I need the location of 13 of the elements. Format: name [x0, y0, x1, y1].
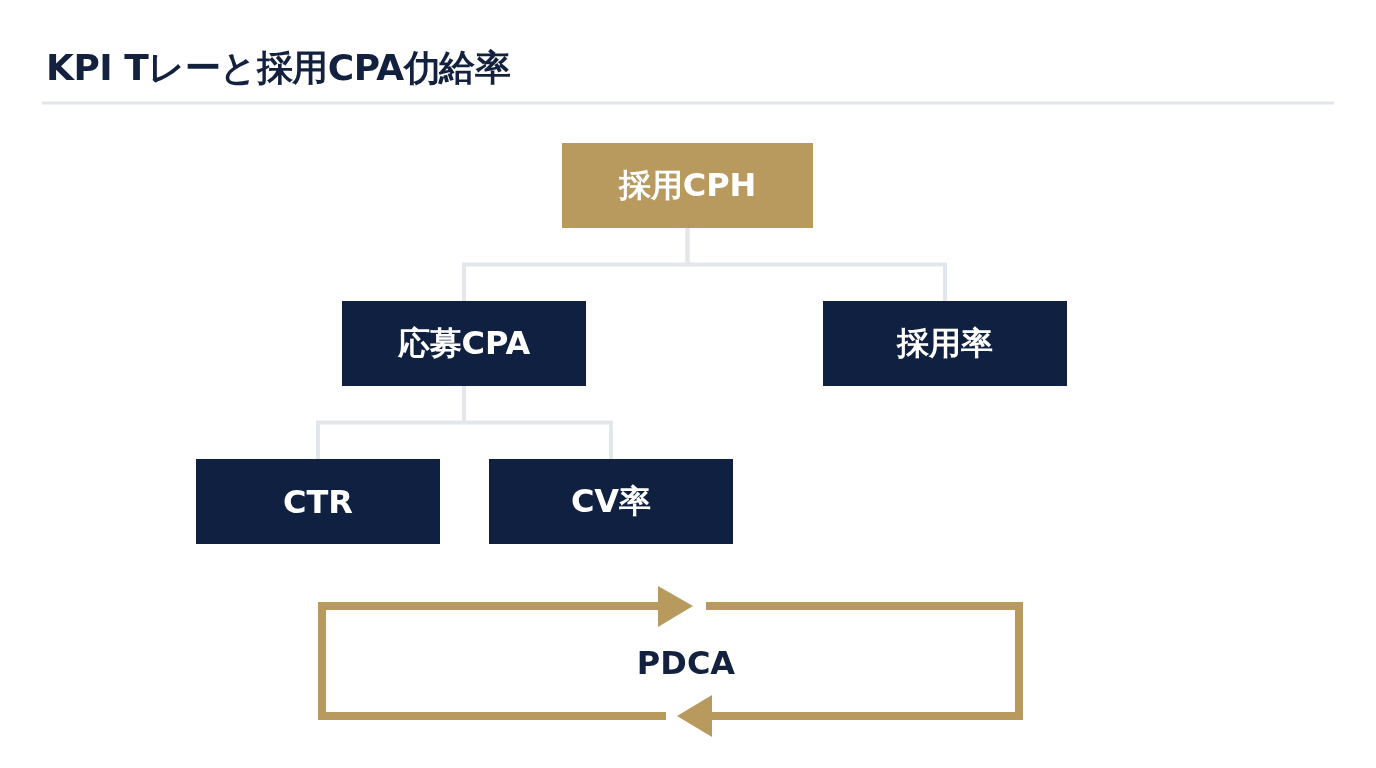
cycle-label: PDCA [636, 644, 736, 682]
kpi-label: CV率 [570, 480, 652, 522]
kpi-box [823, 301, 1067, 386]
kpi-label: 採用CPH [618, 164, 757, 206]
kpi-box [562, 143, 813, 228]
kpi-label: CTR [283, 482, 353, 521]
tree-connector [685, 228, 947, 301]
title: KPI Tレーと採用CPA仂給率 [46, 46, 511, 90]
kpi-box [196, 459, 440, 544]
kpi-label: 応募CPA [397, 322, 531, 364]
kpi-box [342, 301, 586, 386]
kpi-label: 採用率 [897, 322, 993, 364]
kpi-box [489, 459, 733, 544]
